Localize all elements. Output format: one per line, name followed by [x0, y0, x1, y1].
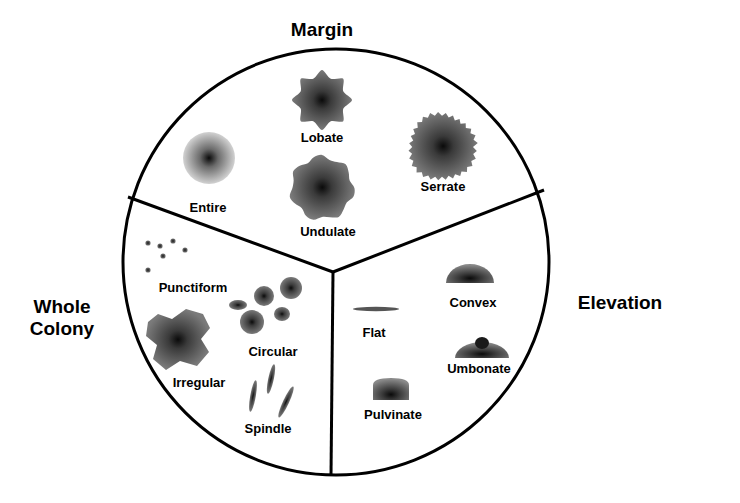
shape-label: Flat [362, 326, 385, 341]
spindle-colonies [247, 364, 295, 419]
punctiform-dots [145, 238, 187, 272]
shape-label: Circular [248, 345, 297, 360]
shape-label: Serrate [421, 180, 466, 195]
shape-label: Umbonate [447, 362, 511, 377]
undulate-colony [290, 155, 355, 220]
shape-label: Lobate [301, 131, 344, 146]
entire-colony [183, 132, 235, 184]
shape-label: Pulvinate [364, 408, 422, 423]
divider-line [333, 190, 544, 272]
section-title: Elevation [578, 292, 662, 314]
irregular-colony [146, 309, 210, 370]
shape-label: Spindle [245, 422, 292, 437]
section-title: Whole Colony [17, 296, 107, 340]
flat-colony [353, 307, 399, 311]
circular-colonies [229, 277, 302, 334]
shape-label: Undulate [300, 225, 356, 240]
serrate-colony [409, 112, 478, 180]
divider-line [331, 272, 333, 475]
shape-label: Convex [450, 296, 497, 311]
lobate-colony [292, 70, 352, 130]
outer-circle [123, 49, 549, 475]
shape-label: Irregular [173, 376, 226, 391]
shape-label: Entire [190, 201, 227, 216]
pulvinate-colony [373, 378, 409, 400]
umbonate-boss [475, 337, 489, 349]
section-title: Margin [291, 19, 353, 41]
shape-label: Punctiform [159, 281, 228, 296]
convex-colony [446, 264, 494, 283]
